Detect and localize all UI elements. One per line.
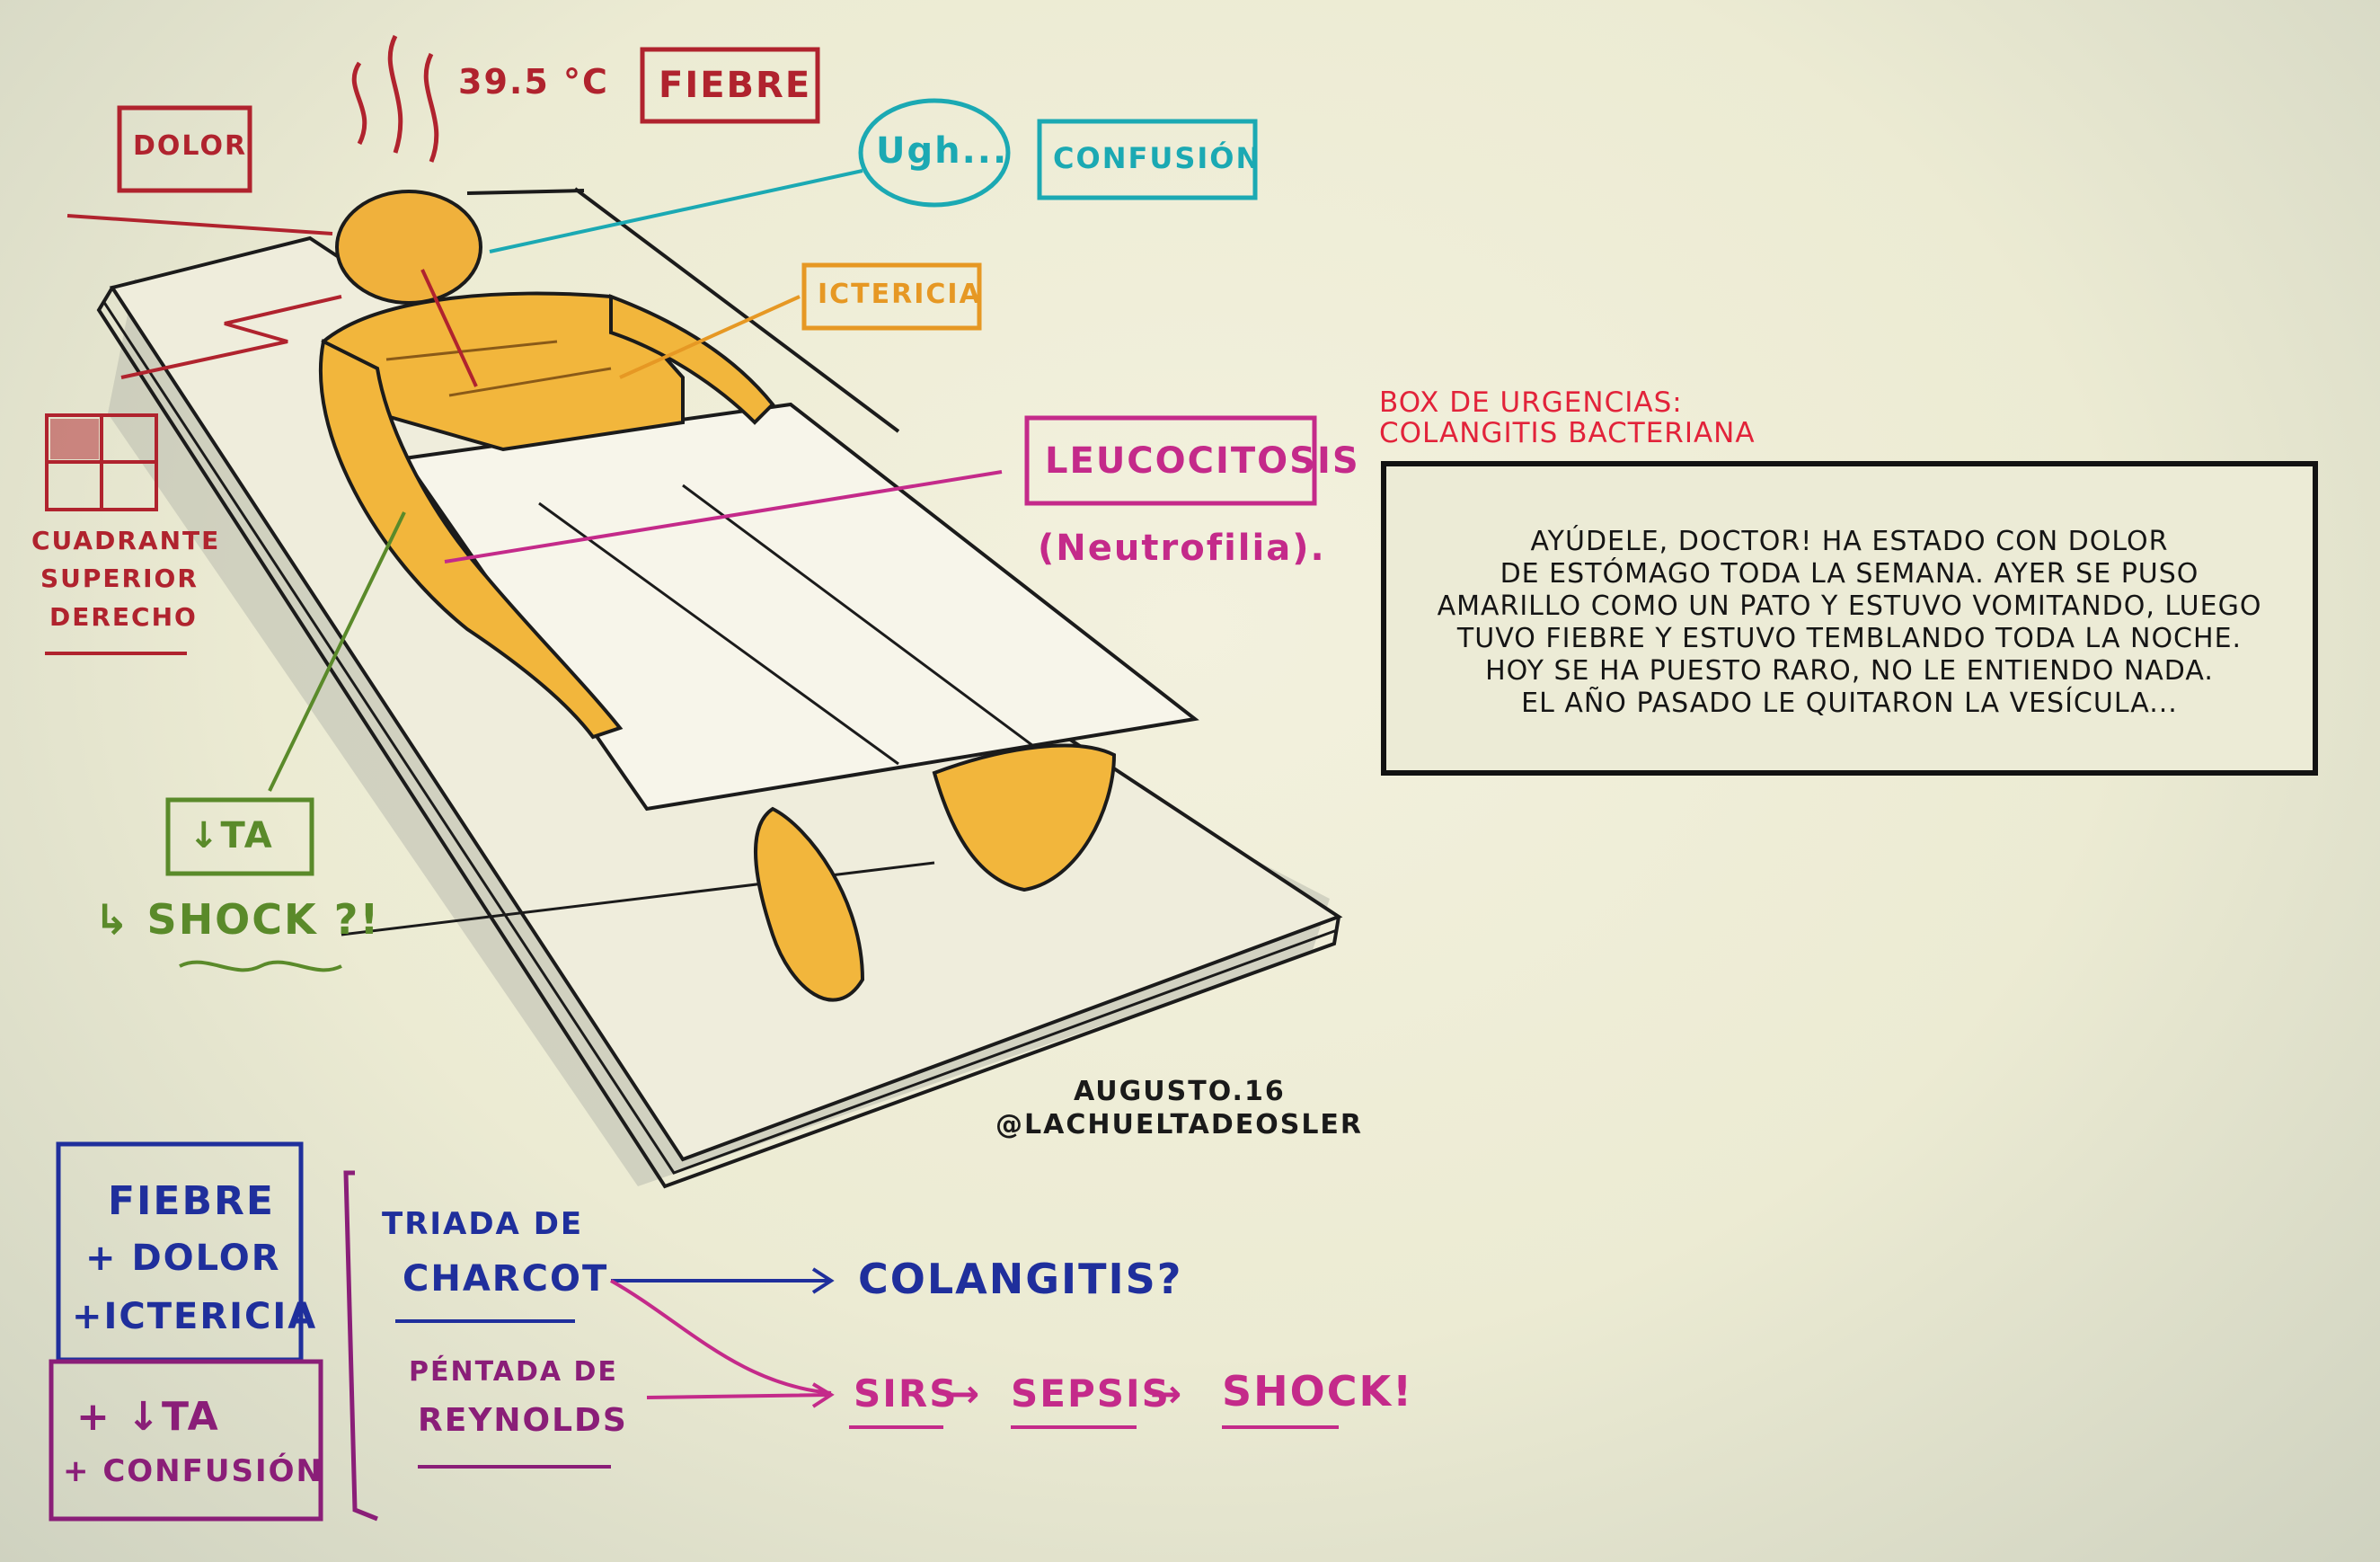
- confusion-label: CONFUSIÓN: [1053, 141, 1262, 175]
- dolor-label: DOLOR: [133, 130, 248, 162]
- patient-head: [335, 190, 482, 305]
- pentad-box: [49, 1359, 323, 1522]
- leucocitosis-box: [1024, 415, 1317, 506]
- quote-line: AMARILLO COMO UN PATO Y ESTUVO VOMITANDO…: [1437, 590, 2262, 622]
- shock-underline: [179, 960, 342, 972]
- fiebre-box: [640, 47, 820, 124]
- ugh-bubble: [858, 98, 1011, 208]
- case-title-line2: COLANGITIS BACTERIANA: [1379, 417, 1756, 449]
- quadrant-grid-icon: [45, 413, 158, 511]
- cuadrante-label-1: CUADRANTE: [31, 526, 221, 555]
- quote-line: AYÚDELE, DOCTOR! HA ESTADO CON DOLOR: [1530, 526, 2169, 557]
- patient-quote-box: AYÚDELE, DOCTOR! HA ESTADO CON DOLOR DE …: [1381, 461, 2318, 776]
- pentad-line-1: + ↓TA: [76, 1394, 220, 1440]
- triad-line-1: FIEBRE: [108, 1178, 275, 1224]
- triad-line-2: + DOLOR: [85, 1238, 281, 1279]
- triad-line-3: +ICTERICIA: [72, 1296, 318, 1337]
- sepsis-label: SEPSIS: [1011, 1371, 1171, 1416]
- arrow-1: →: [948, 1371, 982, 1416]
- temperature-label: 39.5 °C: [458, 62, 609, 102]
- pentada-label-2: REYNOLDS: [418, 1402, 628, 1439]
- quote-line: HOY SE HA PUESTO RARO, NO LE ENTIENDO NA…: [1485, 655, 2214, 687]
- quote-line: TUVO FIEBRE Y ESTUVO TEMBLANDO TODA LA N…: [1456, 623, 2243, 654]
- neutrofilia-label: (Neutrofilia).: [1038, 528, 1326, 569]
- cuadrante-label-3: DERECHO: [49, 602, 198, 632]
- ictericia-label: ICTERICIA: [818, 279, 982, 310]
- shock-final-label: SHOCK!: [1222, 1367, 1414, 1416]
- pentad-line-2: + CONFUSIÓN: [63, 1453, 323, 1489]
- ictericia-pointer: [619, 295, 801, 379]
- ta-label: ↓TA: [189, 815, 274, 856]
- confusion-pointer: [489, 169, 863, 253]
- quote-line: EL AÑO PASADO LE QUITARON LA VESÍCULA...: [1521, 688, 2178, 719]
- patient-right-foot: [932, 743, 1117, 892]
- ictericia-box: [801, 262, 982, 331]
- quote-line: DE ESTÓMAGO TODA LA SEMANA. AYER SE PUSO: [1500, 558, 2199, 590]
- case-title-line1: BOX DE URGENCIAS:: [1379, 386, 1683, 419]
- leucocitosis-pointer: [444, 470, 1003, 564]
- patient-quote: AYÚDELE, DOCTOR! HA ESTADO CON DOLOR DE …: [1386, 526, 2313, 720]
- leucocitosis-label: LEUCOCITOSIS: [1045, 440, 1360, 482]
- ugh-label: Ugh...: [876, 130, 1009, 172]
- charcot-arrow: [611, 1267, 835, 1294]
- pain-arrow-1: [66, 214, 333, 235]
- patient-left-foot: [754, 806, 865, 1002]
- triada-label-2: CHARCOT: [403, 1258, 609, 1300]
- summary-bracket: [343, 1170, 378, 1522]
- ta-pointer: [268, 511, 406, 792]
- cuadrante-label-2: SUPERIOR: [40, 564, 199, 593]
- triada-label-1: TRIADA DE: [382, 1206, 584, 1242]
- reynolds-arrow: [610, 1279, 835, 1408]
- fiebre-label: FIEBRE: [659, 65, 812, 106]
- patient-right-arm: [609, 294, 775, 425]
- signature-handle: @LACHUELTADEOSLER: [995, 1109, 1364, 1140]
- pain-arrow-2: [120, 295, 342, 379]
- arrow-2: →: [1150, 1371, 1184, 1416]
- colangitis-label: COLANGITIS?: [858, 1255, 1183, 1303]
- heat-waves: [351, 34, 439, 163]
- shock-label: ↳ SHOCK ?!: [94, 895, 381, 944]
- patient-left-arm: [318, 339, 624, 740]
- pentada-label-1: PÉNTADA DE: [409, 1356, 618, 1388]
- signature-date: AUGUSTO.16: [1074, 1076, 1286, 1107]
- confusion-box: [1037, 119, 1258, 200]
- dolor-box: [117, 105, 252, 193]
- sirs-label: SIRS: [854, 1371, 959, 1416]
- ta-box: [165, 797, 314, 876]
